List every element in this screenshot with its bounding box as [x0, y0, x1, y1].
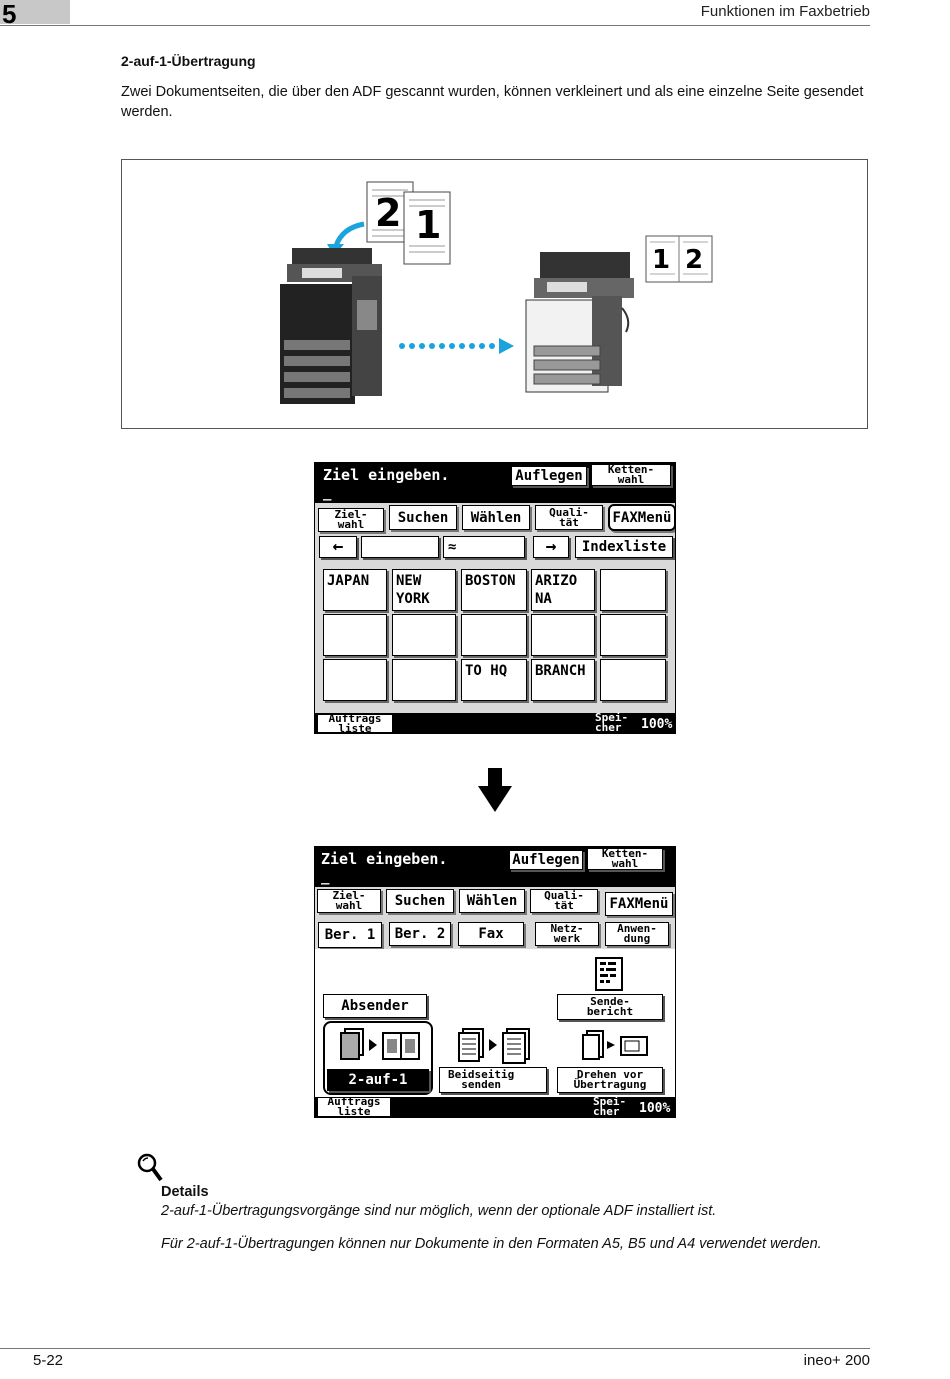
header-rule: [0, 25, 870, 26]
page-number: 5-22: [33, 1352, 64, 1369]
sender-copier-illustration: [280, 248, 382, 404]
svg-text:2: 2: [375, 191, 401, 235]
tab-faxmenue[interactable]: FAXMenü: [608, 504, 675, 531]
ketten-wahl-button[interactable]: Ketten- wahl: [591, 464, 671, 486]
section-body: Zwei Dokumentseiten, die über den ADF ge…: [121, 84, 864, 120]
chapter-box: [0, 0, 70, 24]
arrow-left-button[interactable]: ←: [319, 536, 357, 558]
speed-dial-new-york[interactable]: NEW YORK: [392, 569, 456, 611]
2auf1-button[interactable]: 2-auf-1: [327, 1069, 429, 1091]
search-field[interactable]: [361, 536, 439, 558]
memory-value: 100%: [639, 1101, 671, 1116]
auftragsliste-button[interactable]: Auftrags liste: [317, 713, 393, 733]
receiver-copier-illustration: [525, 252, 634, 393]
speed-dial-arizona[interactable]: ARIZO NA: [531, 569, 595, 611]
speed-dial-empty[interactable]: [461, 614, 527, 656]
speed-dial-japan[interactable]: JAPAN: [323, 569, 387, 611]
2auf1-highlight: [323, 1021, 433, 1095]
subtab-ber-2[interactable]: Ber. 2: [389, 922, 451, 946]
product-name: ineo+ 200: [803, 1352, 870, 1369]
illustration-frame: 2 1: [121, 159, 868, 429]
speed-dial-branch[interactable]: BRANCH: [531, 659, 595, 701]
speed-dial-empty[interactable]: [531, 614, 595, 656]
speed-dial-to-hq[interactable]: TO HQ: [461, 659, 527, 701]
fax-screen-before: Ziel eingeben. _ Auflegen Ketten- wahl Z…: [314, 462, 676, 734]
svg-text:2: 2: [685, 245, 703, 275]
tab-zielwahl[interactable]: Ziel- wahl: [317, 889, 381, 913]
tab-qualitaet[interactable]: Quali- tät: [535, 505, 603, 530]
auflegen-button[interactable]: Auflegen: [509, 850, 583, 870]
absender-button[interactable]: Absender: [323, 994, 427, 1018]
duplex-icon: [458, 1028, 530, 1064]
arrow-down-icon: [478, 768, 512, 812]
two-to-one-icon: [340, 1028, 420, 1060]
source-pages: 2 1: [366, 181, 451, 265]
tab-qualitaet[interactable]: Quali- tät: [530, 889, 598, 913]
auftragsliste-button[interactable]: Auftrags liste: [317, 1096, 391, 1117]
speed-dial-empty[interactable]: [323, 614, 387, 656]
section-title: 2-auf-1-Übertragung: [121, 53, 256, 69]
speed-dial-empty[interactable]: [392, 659, 456, 701]
feed-arrow-icon: [333, 221, 365, 247]
auflegen-button[interactable]: Auflegen: [511, 466, 587, 486]
sendebericht-button[interactable]: Sende- bericht: [557, 994, 663, 1020]
speed-dial-empty[interactable]: [600, 569, 666, 611]
speed-dial-empty[interactable]: [600, 659, 666, 701]
speed-dial-empty[interactable]: [392, 614, 456, 656]
tab-suchen[interactable]: Suchen: [389, 505, 457, 530]
subtab-ber-1[interactable]: Ber. 1: [318, 922, 382, 948]
prompt-text: Ziel eingeben.: [323, 466, 450, 484]
result-page: 1 2: [645, 235, 713, 283]
svg-text:1: 1: [415, 203, 441, 247]
memory-label: Spei- cher: [595, 711, 629, 734]
magnifier-icon: [137, 1153, 163, 1182]
rotate-icon: [582, 1030, 648, 1060]
status-bar: [315, 1097, 675, 1117]
speed-dial-empty[interactable]: [323, 659, 387, 701]
details-note-adf: 2-auf-1-Übertragungsvorgänge sind nur mö…: [161, 1203, 717, 1219]
indexliste-button[interactable]: Indexliste: [575, 536, 673, 558]
prompt-text: Ziel eingeben.: [321, 850, 448, 868]
details-title: Details: [161, 1184, 209, 1200]
memory-label: Spei- cher: [593, 1095, 627, 1118]
footer-rule: [0, 1348, 870, 1349]
header-title: Funktionen im Faxbetrieb: [700, 3, 870, 20]
tab-zielwahl[interactable]: Ziel- wahl: [318, 508, 384, 532]
report-icon: [595, 957, 623, 991]
details-note-formats: Für 2-auf-1-Übertragungen können nur Dok…: [161, 1236, 822, 1252]
subtab-anwendung[interactable]: Anwen- dung: [605, 922, 669, 946]
tab-waehlen[interactable]: Wählen: [459, 889, 525, 913]
chapter-number: 5: [2, 0, 17, 29]
arrow-right-button[interactable]: →: [533, 536, 569, 558]
tab-faxmenue[interactable]: FAXMenü: [605, 892, 673, 916]
beidseitig-senden-button[interactable]: Beidseitig senden: [439, 1067, 547, 1093]
cursor: _: [321, 869, 330, 885]
ketten-wahl-button[interactable]: Ketten- wahl: [587, 848, 663, 870]
fax-screen-after: Ziel eingeben. _ Auflegen Ketten- wahl Z…: [314, 846, 676, 1118]
tab-waehlen[interactable]: Wählen: [462, 505, 530, 530]
subtab-netzwerk[interactable]: Netz- werk: [535, 922, 599, 946]
index-indicator: ≈: [443, 536, 525, 558]
transmission-arrow-icon: [399, 338, 514, 354]
tab-suchen[interactable]: Suchen: [386, 889, 454, 913]
memory-value: 100%: [641, 717, 673, 732]
speed-dial-empty[interactable]: [600, 614, 666, 656]
subtab-fax[interactable]: Fax: [458, 922, 524, 946]
cursor: _: [323, 485, 332, 501]
speed-dial-boston[interactable]: BOSTON: [461, 569, 527, 611]
drehen-vor-uebertragung-button[interactable]: Drehen vor Übertragung: [557, 1067, 663, 1093]
status-bar: [315, 713, 675, 733]
svg-text:1: 1: [652, 245, 670, 275]
fax-transmission-illustration: 2 1: [280, 181, 713, 404]
